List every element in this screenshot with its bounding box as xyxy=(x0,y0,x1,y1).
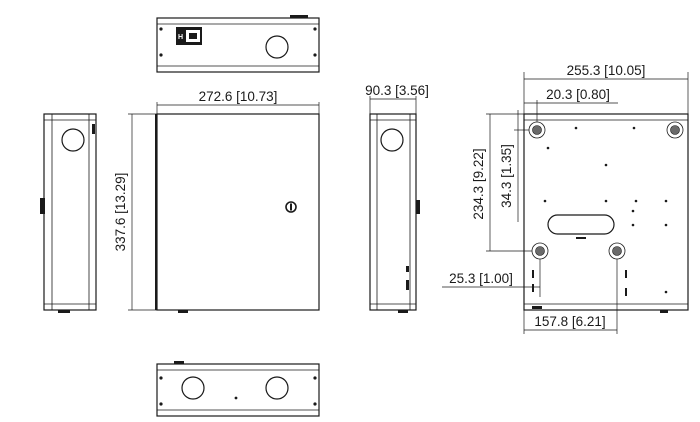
back-panel-dot xyxy=(543,199,547,203)
top-view-knockout-hole xyxy=(265,35,289,59)
back-view xyxy=(523,113,689,313)
right-side-hinge xyxy=(416,200,420,214)
back-panel-dot xyxy=(604,199,608,203)
mounting-hole-lower-right-core xyxy=(612,246,622,256)
top-view-screw xyxy=(313,53,317,57)
back-panel-dot xyxy=(664,223,668,227)
mounting-hole-upper-right-core xyxy=(670,125,680,135)
back-panel-foot xyxy=(532,306,542,309)
left-side-knockout-hole xyxy=(61,128,85,152)
bottom-view-screw xyxy=(159,402,163,406)
right-side-view xyxy=(369,113,420,313)
bottom-view-knockout-hole-left xyxy=(181,376,205,400)
back-width-dimension: 255.3 [10.05] xyxy=(523,63,689,114)
back-hole-offset-y-label: 34.3 [1.35] xyxy=(499,144,514,208)
back-panel-dot xyxy=(632,126,636,130)
right-side-slot xyxy=(406,266,409,272)
right-side-outline xyxy=(369,113,417,311)
back-panel-dot xyxy=(604,163,608,167)
right-side-foot xyxy=(398,310,408,313)
back-lower-offset-x-dimension: 25.3 [1.00] xyxy=(442,259,541,304)
back-panel-dot xyxy=(634,199,638,203)
back-panel-outline xyxy=(523,113,689,311)
left-side-slot xyxy=(92,124,95,134)
back-hole-offset-x-label: 20.3 [0.80] xyxy=(546,87,610,102)
left-side-outline xyxy=(43,113,97,311)
right-side-knockout-hole xyxy=(380,128,404,152)
bottom-view-tab xyxy=(174,361,184,364)
back-panel-dot xyxy=(631,223,635,227)
mounting-hole-lower-left-core xyxy=(535,246,545,256)
front-door-hinge-edge xyxy=(155,114,157,310)
top-view-screw xyxy=(159,27,163,31)
back-panel-slot xyxy=(532,284,534,292)
left-side-view xyxy=(40,113,97,313)
top-view-screw xyxy=(313,27,317,31)
mounting-hole-upper-left-core xyxy=(532,125,542,135)
cable-entry-slot xyxy=(547,214,615,235)
back-panel-foot xyxy=(660,310,668,313)
bottom-view-screw xyxy=(313,376,317,380)
back-width-label: 255.3 [10.05] xyxy=(567,63,646,78)
side-depth-label: 90.3 [3.56] xyxy=(365,83,429,98)
bottom-view-knockout-hole-right xyxy=(265,376,289,400)
back-panel-dot xyxy=(664,199,668,203)
mounting-hole-upper-right xyxy=(666,121,684,139)
back-hole-offset-y-dimension: 34.3 [1.35] xyxy=(499,110,529,222)
back-hole-offset-x-dimension: 20.3 [0.80] xyxy=(524,87,618,122)
back-hole-spacing-y-label: 234.3 [9.22] xyxy=(471,148,486,219)
bottom-view-outline xyxy=(156,363,320,417)
right-side-slot xyxy=(406,280,409,290)
back-panel-slot xyxy=(532,270,534,278)
back-lower-spacing-x-label: 157.8 [6.21] xyxy=(534,314,605,329)
top-view-screw xyxy=(159,53,163,57)
front-height-dimension: 337.6 [13.29] xyxy=(113,113,157,311)
front-width-dimension: 272.6 [10.73] xyxy=(156,89,320,114)
bottom-view-screw xyxy=(313,402,317,406)
bottom-view-dot xyxy=(234,396,238,400)
back-panel-slot xyxy=(625,270,627,278)
front-width-label: 272.6 [10.73] xyxy=(199,89,278,104)
back-panel-dot xyxy=(546,146,550,150)
power-badge: H xyxy=(178,34,183,41)
door-lock-keyhole xyxy=(290,203,292,211)
bottom-view xyxy=(156,361,320,417)
power-socket-pins xyxy=(189,33,197,39)
bottom-view-screw xyxy=(159,376,163,380)
side-depth-dimension: 90.3 [3.56] xyxy=(365,83,429,114)
back-panel-dot xyxy=(664,290,668,294)
back-lower-offset-x-label: 25.3 [1.00] xyxy=(449,271,513,286)
left-side-foot xyxy=(58,310,70,313)
top-view-tab xyxy=(290,15,308,18)
back-panel-dot xyxy=(574,126,578,130)
top-view: H xyxy=(156,15,320,73)
front-foot xyxy=(178,310,188,313)
back-lower-spacing-x-dimension: 157.8 [6.21] xyxy=(523,259,618,334)
front-height-label: 337.6 [13.29] xyxy=(113,173,128,252)
front-door-outline xyxy=(156,113,320,311)
front-view xyxy=(155,113,320,313)
left-side-hinge xyxy=(40,198,45,214)
back-panel-mark xyxy=(576,237,586,239)
back-panel-slot xyxy=(625,288,627,296)
back-panel-dot xyxy=(631,209,635,213)
